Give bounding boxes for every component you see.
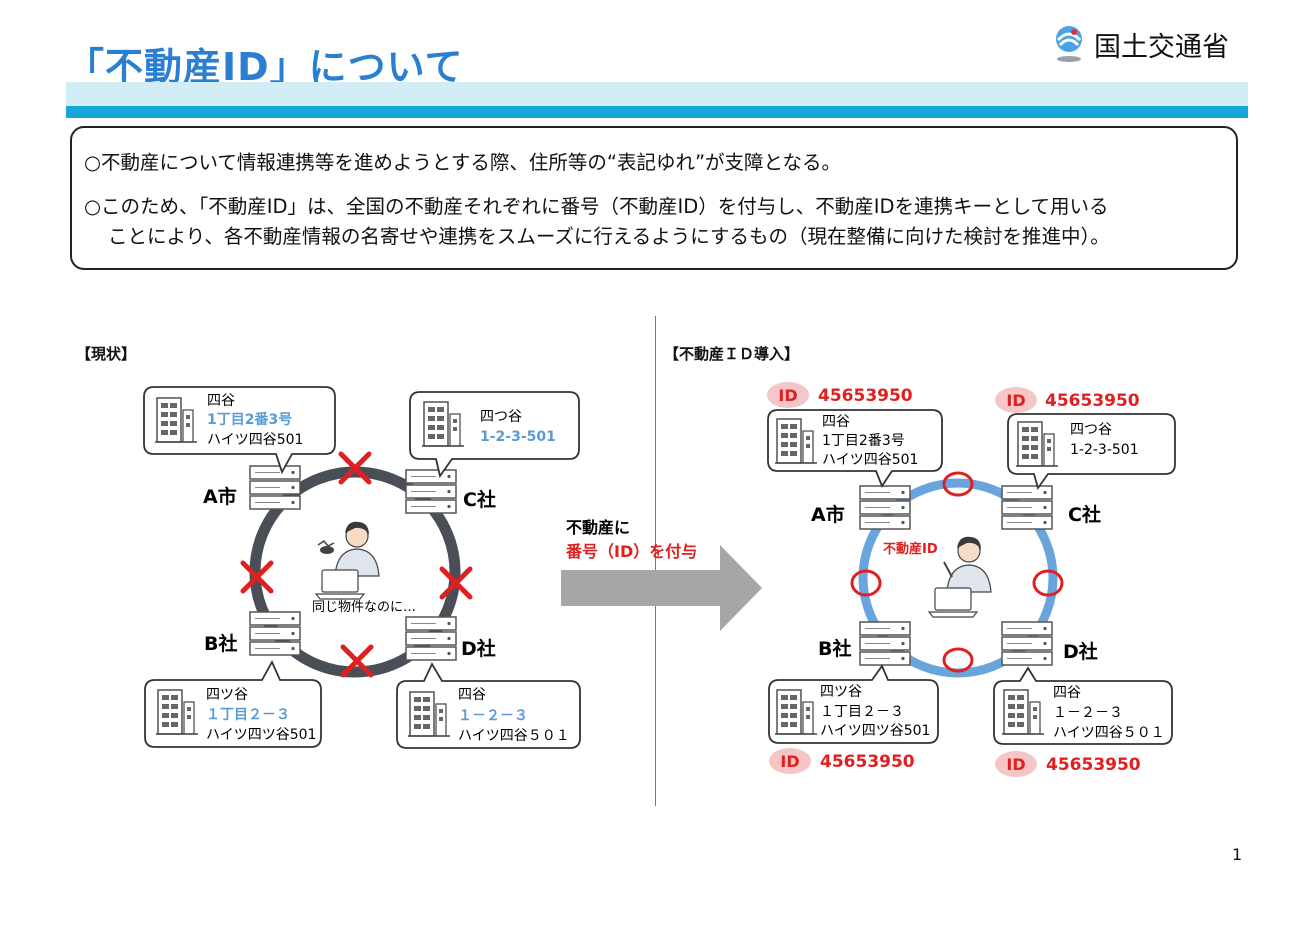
future-id-tag-a: ID 45653950 [767,382,913,408]
current-node-c-name: C社 [463,488,496,511]
id-value: 45653950 [818,386,913,406]
server-icon [249,465,301,510]
server-icon [859,485,911,530]
header-band-light [66,82,1248,106]
future-connected-links [850,471,1064,673]
future-callout-d: 四谷 １－２－３ ハイツ四谷５０１ [993,666,1173,745]
callout-line: １－２－３ [1053,705,1123,721]
id-tag: ID [778,386,797,405]
future-id-tag-d: ID 45653950 [995,751,1141,777]
callout-line: 四谷 [822,414,850,430]
callout-line: 四谷 [458,687,486,703]
page-title: 「不動産ID」について [66,45,464,89]
server-icon [405,616,457,661]
future-center-label: 不動産ID [883,541,938,557]
callout-line: ハイツ四谷５０１ [458,728,570,744]
server-icon [1001,621,1053,666]
future-network-ring [858,478,1058,678]
callout-line: ハイツ四ツ谷501 [820,723,930,739]
current-callout-c: 四つ谷 1-2-3-501 [409,391,580,479]
id-tag: ID [780,752,799,771]
check-circle-icon [850,569,882,597]
id-value: 45653950 [1045,391,1140,411]
callout-line: 四つ谷 [480,409,522,425]
future-id-tag-c: ID 45653950 [995,387,1140,413]
current-section-label: 【現状】 [76,345,137,363]
ministry-name: 国土交通省 [1094,31,1229,63]
server-icon [1001,485,1053,530]
current-broken-links [240,451,473,678]
callout-line: ハイツ四谷501 [822,452,918,468]
future-callout-c: 四つ谷 1-2-3-501 [1007,413,1176,491]
check-circle-icon [942,471,974,497]
callout-line: １－２－３ [458,708,528,724]
server-icon [859,621,911,666]
current-callout-d: 四谷 １－２－３ ハイツ四谷５０１ [396,662,581,749]
current-center-person [315,521,380,600]
current-callout-a: 四谷 1丁目2番3号 ハイツ四谷501 [143,386,336,475]
future-callout-b: 四ツ谷 １丁目２－３ ハイツ四ツ谷501 [768,664,939,744]
current-node-a-name: A市 [203,485,237,508]
check-circle-icon [1032,569,1064,597]
current-center-caption: 同じ物件なのに… [312,600,416,615]
x-mark-icon [439,566,473,600]
callout-line: 四谷 [207,393,235,409]
callout-line: ハイツ四谷５０１ [1053,725,1165,741]
id-tag: ID [1006,755,1025,774]
callout-line: 四谷 [1053,685,1081,701]
intro-line-1: ○不動産について情報連携等を進めようとする際、住所等の“表記ゆれ”が支障となる。 [84,151,841,174]
right-arrow-icon [561,545,762,631]
current-node-b-name: B社 [204,632,237,655]
id-value: 45653950 [1046,755,1141,775]
future-id-tag-b: ID 45653950 [769,748,915,774]
callout-line: 四つ谷 [1070,422,1112,438]
id-tag: ID [1006,391,1025,410]
page-number: 1 [1232,845,1243,864]
check-circle-icon [942,647,974,673]
intro-box: ○不動産について情報連携等を進めようとする際、住所等の“表記ゆれ”が支障となる。… [70,126,1238,270]
callout-line: 1丁目2番3号 [822,433,905,449]
callout-line: １丁目２－３ [820,704,904,720]
x-mark-icon [338,451,372,485]
callout-line: 1-2-3-501 [480,429,556,445]
callout-line: 四ツ谷 [820,684,862,700]
server-icon [249,611,301,656]
transition-arrow [561,545,762,631]
header-band-dark [66,106,1248,118]
arrow-text-line-1: 不動産に [566,518,630,537]
intro-line-3: ことにより、各不動産情報の名寄せや連携をスムーズに行えるようにするもの（現在整備… [108,225,1110,248]
section-divider [655,316,656,806]
x-mark-icon [240,560,274,594]
ministry-logo: 国土交通省 [1052,22,1229,66]
callout-line: 1丁目2番3号 [207,411,292,428]
callout-line: 四ツ谷 [206,687,248,703]
future-node-c-name: C社 [1068,503,1101,526]
current-node-d-name: D社 [461,637,496,660]
future-section-label: 【不動産ＩＤ導入】 [664,345,800,363]
callout-line: ハイツ四谷501 [207,432,303,448]
intro-line-2: ○このため、「不動産ID」は、全国の不動産それぞれに番号（不動産ID）を付与し、… [84,195,1109,218]
callout-line: １丁目２－３ [206,707,290,723]
future-center-person [928,536,992,618]
id-value: 45653950 [820,752,915,772]
server-icon [405,469,457,514]
future-node-d-name: D社 [1063,640,1098,663]
future-callout-a: 四谷 1丁目2番3号 ハイツ四谷501 [767,409,943,488]
callout-line: 1-2-3-501 [1070,442,1139,458]
x-mark-icon [340,644,374,678]
ministry-emblem-icon [1056,26,1082,62]
arrow-text-line-2: 番号（ID）を付与 [565,542,697,561]
future-node-b-name: B社 [818,637,851,660]
callout-line: ハイツ四ツ谷501 [206,727,316,743]
current-callout-b: 四ツ谷 １丁目２－３ ハイツ四ツ谷501 [144,659,322,748]
future-node-a-name: A市 [811,503,845,526]
